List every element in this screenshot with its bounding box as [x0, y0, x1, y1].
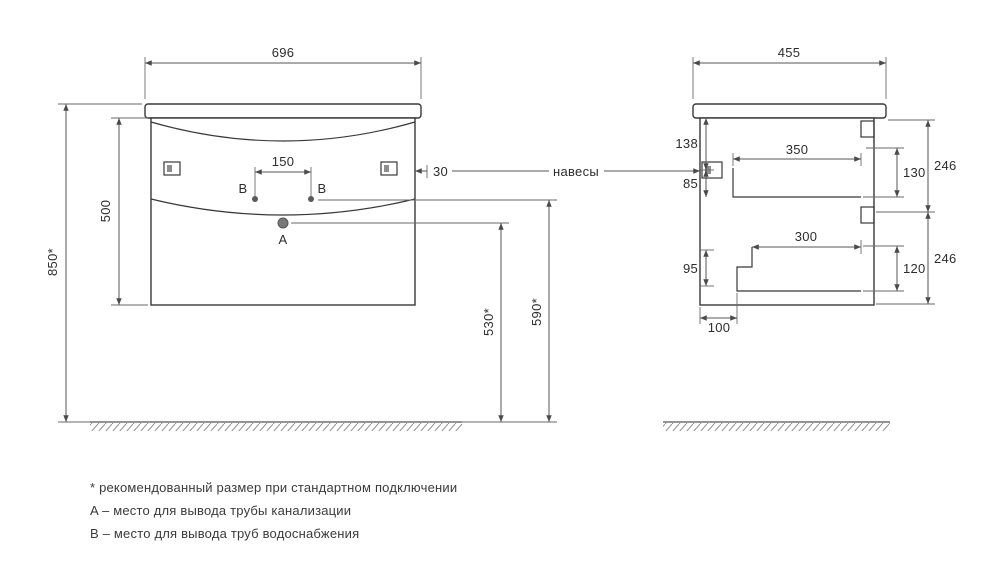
floor-hatch-front	[90, 423, 462, 431]
footnote-recommended-size: * рекомендованный размер при стандартном…	[90, 480, 457, 495]
dim-label-sewage-height: 530*	[481, 308, 496, 336]
point-b-left	[252, 196, 258, 202]
floor-side	[663, 421, 890, 431]
side-drawer1-profile	[732, 168, 861, 198]
dim-label-mount-height: 850*	[45, 248, 60, 276]
dim-hanger-offset: 30	[415, 164, 448, 179]
dim-drawer1-height: 130	[863, 147, 926, 198]
dim-label-cutout-height: 95	[683, 261, 698, 276]
dim-label-drawer1-height: 130	[903, 165, 926, 180]
dim-drawer2-height: 120	[863, 245, 926, 292]
dim-label-top-to-hanger: 138	[675, 136, 698, 151]
front-drawer-divider-curve	[150, 198, 416, 216]
front-countertop	[144, 103, 422, 119]
dim-hanger-to-drawer: 85	[683, 170, 709, 197]
hanger-left-icon	[163, 161, 181, 176]
front-hangers	[163, 161, 398, 176]
side-drawer2-front-rail	[860, 206, 875, 224]
dim-drawer1-depth: 350	[732, 142, 862, 166]
dim-label-water-height: 590*	[529, 298, 544, 326]
dim-side-depth: 455	[692, 45, 887, 99]
dim-back-clearance: 100	[699, 293, 738, 335]
side-drawer1-front-rail	[860, 120, 875, 138]
dim-mount-height: 850*	[45, 103, 142, 423]
dim-sewage-height: 530*	[291, 222, 509, 422]
point-b-right	[308, 196, 314, 202]
hanger-left-detail	[167, 165, 172, 172]
dim-section1-height: 246	[876, 119, 957, 213]
footnote-point-a: A – место для вывода трубы канализации	[90, 503, 351, 518]
dim-label-front-width: 696	[272, 45, 295, 60]
dim-label-drawer1-depth: 350	[786, 142, 809, 157]
hangers-callout: навесы	[452, 164, 700, 179]
front-cabinet-body	[150, 117, 416, 306]
front-basin-curve	[150, 121, 416, 142]
side-countertop	[692, 103, 887, 119]
dim-drawer2-depth: 300	[752, 229, 862, 254]
dim-label-pipe-spacing: 150	[272, 154, 295, 169]
dim-front-height: 500	[98, 117, 148, 306]
label-b-right: B	[318, 181, 327, 196]
dim-label-hanger-to-drawer: 85	[683, 176, 698, 191]
point-a-group: A	[277, 217, 289, 247]
dim-label-side-depth: 455	[778, 45, 801, 60]
side-cabinet-outline	[692, 103, 887, 306]
front-view: 696 500 850* 150 B B	[45, 45, 557, 423]
label-b-left: B	[239, 181, 248, 196]
footnotes: * рекомендованный размер при стандартном…	[90, 480, 457, 541]
point-a	[277, 217, 289, 229]
front-cabinet-outline	[144, 103, 422, 306]
dim-pipe-spacing: 150 B B	[239, 154, 327, 202]
dim-front-width: 696	[144, 45, 422, 99]
dim-label-hanger-offset: 30	[433, 164, 448, 179]
dim-label-section1-height: 246	[934, 158, 957, 173]
dim-label-drawer2-height: 120	[903, 261, 926, 276]
label-a: A	[279, 232, 288, 247]
floor-hatch-side	[663, 423, 890, 431]
dim-label-drawer2-depth: 300	[795, 229, 818, 244]
dim-label-front-height: 500	[98, 200, 113, 223]
dim-label-back-clearance: 100	[708, 320, 731, 335]
dim-label-section2-height: 246	[934, 251, 957, 266]
dim-cutout-height: 95	[683, 249, 714, 287]
hanger-right-detail	[384, 165, 389, 172]
footnote-point-b: B – место для вывода труб водоснабжения	[90, 526, 359, 541]
dim-water-height: 590*	[318, 199, 557, 423]
callout-hangers-label: навесы	[553, 164, 599, 179]
hanger-right-icon	[380, 161, 398, 176]
side-view: 455 138 85 95 350	[675, 45, 956, 335]
side-drawer2-profile	[736, 247, 861, 292]
floor-front	[90, 421, 462, 431]
dim-section2-height: 246	[876, 212, 957, 305]
